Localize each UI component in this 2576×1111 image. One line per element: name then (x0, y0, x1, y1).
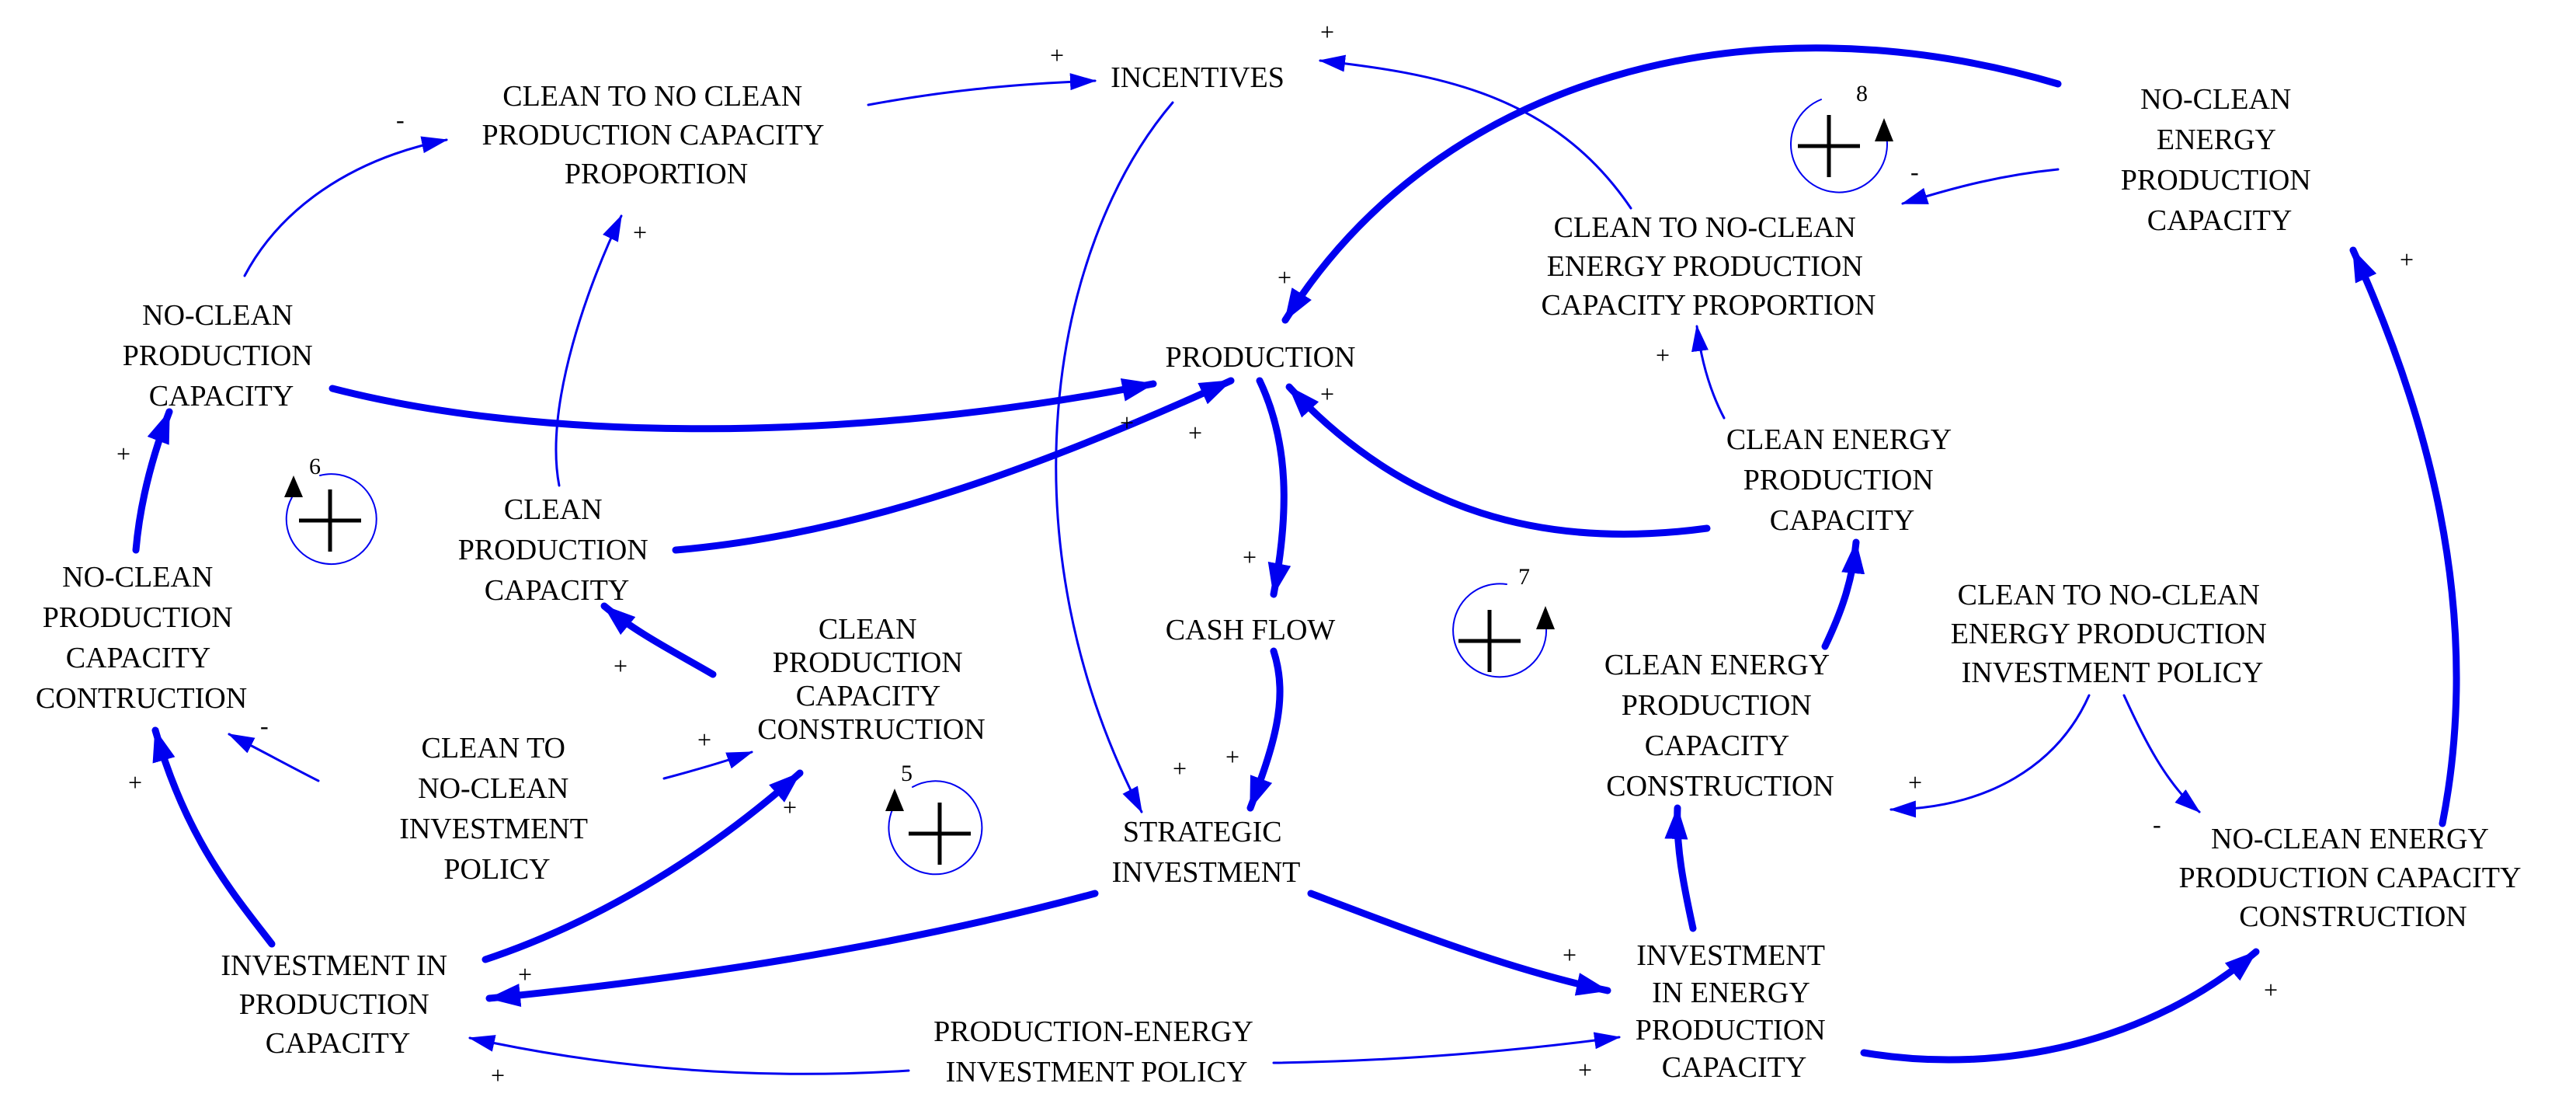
edge-clean-construction-to-clean-prod-cap (600, 602, 717, 678)
edge-clean-prod-cap-to-proportion (554, 214, 623, 487)
polarity-sign: + (1173, 754, 1187, 782)
node-clean-to-no-clean-energy-production-capacity-proportion: CLEAN TO NO-CLEAN ENERGY PRODUCTION CAPA… (1542, 211, 1876, 322)
polarity-sign: + (1050, 41, 1064, 69)
nodes: CLEAN TO NO CLEAN PRODUCTION CAPACITY PR… (36, 61, 2527, 1088)
polarity-sign: + (633, 218, 647, 246)
polarity-sign: + (2264, 976, 2278, 1004)
edge-energy-policy-to-clean-energy-construction (1889, 694, 2091, 818)
node-no-clean-energy-production-capacity: NO-CLEAN ENERGY PRODUCTION CAPACITY (2121, 83, 2318, 237)
edge-strategic-investment-to-investment-energy (1307, 890, 1611, 996)
node-clean-energy-production-capacity-construction: CLEAN ENERGY PRODUCTION CAPACITY CONSTRU… (1604, 649, 1836, 803)
loop-markers: 6 5 7 8 (284, 81, 1893, 876)
edge-energy-policy-to-noclean-energy-construction (2122, 694, 2201, 813)
polarity-signs: - + + + + - + + + + + + + - + + + + + + … (116, 18, 2414, 1089)
edge-incentives-to-strategic-investment (1055, 101, 1174, 813)
polarity-sign: + (1578, 1056, 1592, 1084)
edge-clean-energy-cap-to-production (1285, 383, 1711, 538)
edge-noclean-prod-cap-to-production (329, 378, 1157, 433)
polarity-sign: - (260, 712, 269, 740)
polarity-sign: + (2400, 246, 2414, 273)
loop-indicator-7: 7 (1452, 564, 1555, 678)
edge-production-to-cash-flow (1256, 377, 1291, 598)
node-no-clean-production-capacity-contruction: NO-CLEAN PRODUCTION CAPACITY CONTRUCTION (36, 561, 247, 715)
loop-id: 5 (901, 761, 913, 786)
edge-clean-to-noclean-policy-to-noclean-contruction (228, 733, 320, 782)
polarity-sign: + (116, 440, 130, 468)
polarity-sign: - (1910, 158, 1919, 186)
node-no-clean-energy-production-capacity-construction: NO-CLEAN ENERGY PRODUCTION CAPACITY CONS… (2178, 823, 2527, 933)
edge-noclean-contruction-to-noclean-prod-cap (132, 408, 173, 554)
edge-clean-energy-cap-to-energy-proportion (1691, 325, 1726, 420)
node-investment-in-energy-production-capacity: INVESTMENT IN ENERGY PRODUCTION CAPACITY (1636, 939, 1833, 1084)
node-production: PRODUCTION (1166, 341, 1356, 374)
edge-noclean-energy-cap-to-energy-proportion (1901, 168, 2060, 205)
edge-prod-energy-policy-to-investment-energy (1272, 1032, 1621, 1064)
node-incentives: INCENTIVES (1111, 61, 1285, 94)
loop-id: 8 (1856, 81, 1868, 106)
polarity-sign: + (783, 793, 797, 821)
node-clean-to-no-clean-production-capacity-proportion: CLEAN TO NO CLEAN PRODUCTION CAPACITY PR… (481, 80, 830, 190)
loop-indicator-5: 5 (885, 761, 983, 876)
polarity-sign: + (1320, 380, 1334, 408)
polarity-sign: + (128, 768, 142, 796)
node-investment-in-production-capacity: INVESTMENT IN PRODUCTION CAPACITY (221, 949, 454, 1060)
edge-investment-energy-to-noclean-energy-construction (1860, 948, 2260, 1064)
node-clean-to-no-clean-energy-production-investment-policy: CLEAN TO NO-CLEAN ENERGY PRODUCTION INVE… (1951, 579, 2275, 689)
loop-id: 6 (309, 454, 321, 479)
loop-indicator-6: 6 (284, 454, 377, 566)
polarity-sign: - (396, 106, 405, 134)
polarity-sign: + (1278, 263, 1291, 291)
polarity-sign: + (1908, 768, 1922, 796)
node-cash-flow: CASH FLOW (1166, 614, 1336, 646)
node-clean-energy-production-capacity: CLEAN ENERGY PRODUCTION CAPACITY (1726, 423, 1958, 537)
edge-clean-energy-construction-to-clean-energy-cap (1821, 538, 1865, 650)
polarity-sign: + (518, 960, 532, 988)
loop-id: 7 (1518, 564, 1530, 590)
polarity-sign: + (1225, 743, 1239, 771)
edge-investment-prod-to-noclean-contruction (151, 726, 276, 948)
polarity-sign: + (697, 726, 711, 754)
edge-noclean-energy-cap-to-production (1281, 44, 2062, 324)
node-clean-production-capacity-construction: CLEAN PRODUCTION CAPACITY CONSTRUCTION (757, 613, 985, 746)
edge-cash-flow-to-strategic-investment (1246, 647, 1284, 812)
edge-energy-proportion-to-incentives (1319, 54, 1632, 210)
polarity-sign: + (1656, 341, 1670, 369)
polarity-sign: + (1243, 543, 1257, 571)
loop-indicator-8: 8 (1790, 81, 1893, 193)
node-clean-to-no-clean-investment-policy: CLEAN TO NO-CLEAN INVESTMENT POLICY (399, 732, 595, 886)
node-production-energy-investment-policy: PRODUCTION-ENERGY INVESTMENT POLICY (933, 1015, 1260, 1088)
edge-investment-energy-to-clean-energy-construction (1664, 804, 1697, 932)
polarity-sign: + (491, 1061, 505, 1089)
edge-investment-prod-to-clean-construction (481, 769, 804, 963)
edge-noclean-prod-cap-to-proportion (243, 136, 448, 277)
edge-prod-energy-policy-to-investment-prod (468, 1035, 910, 1075)
polarity-sign: + (614, 652, 627, 680)
polarity-sign: + (1563, 941, 1577, 969)
polarity-sign: + (1320, 18, 1334, 46)
edge-proportion-to-incentives (867, 73, 1097, 106)
node-strategic-investment: STRATEGIC INVESTMENT (1112, 816, 1301, 889)
edge-noclean-energy-construction-to-noclean-energy-cap (2349, 246, 2460, 827)
edge-clean-to-noclean-policy-to-clean-construction (662, 751, 753, 780)
polarity-sign: + (1188, 419, 1202, 447)
edge-strategic-investment-to-investment-prod (485, 890, 1099, 1007)
polarity-sign: - (2153, 810, 2161, 838)
edge-clean-prod-cap-to-production (672, 377, 1235, 554)
polarity-sign: + (1120, 409, 1134, 437)
edges (132, 44, 2460, 1075)
node-no-clean-production-capacity: NO-CLEAN PRODUCTION CAPACITY (123, 299, 320, 413)
node-clean-production-capacity: CLEAN PRODUCTION CAPACITY (458, 493, 655, 607)
